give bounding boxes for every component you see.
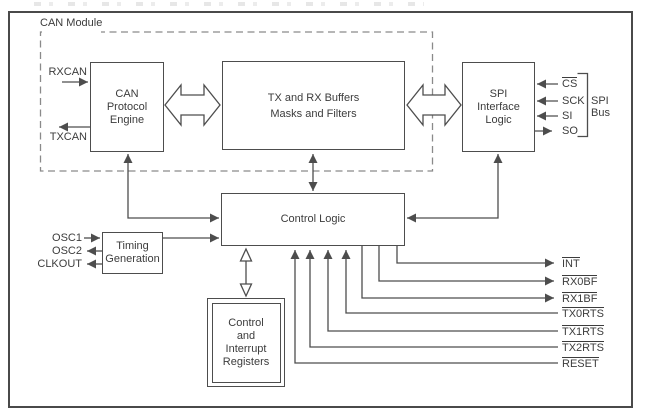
active-low-label: RX1BF [562,292,598,305]
pin-label-tx0rts: TX0RTS [562,307,604,320]
spi-bus-label-line2: Bus [591,107,610,119]
active-low-label: TX0RTS [562,307,604,320]
block-spi-interface-logic: SPI Interface Logic [462,62,535,152]
pin-label-si: SI [562,110,573,122]
pin-label-rxcan: RXCAN [48,66,87,78]
pin-label-osc1: OSC1 [52,232,82,244]
block-text: Protocol [106,100,148,113]
block-text: TX and RX Buffers [267,91,360,104]
block-text: Control [228,316,264,329]
block-timing-generation: Timing Generation [102,232,163,274]
registers-inner-border: Control and Interrupt Registers [211,302,281,383]
pin-label-int: INT [562,257,580,270]
active-low-label: CS [562,77,578,90]
can-module-label: CAN Module [38,17,105,29]
pin-label-txcan: TXCAN [49,131,87,143]
wire-reset [290,250,558,364]
pin-label-clkout: CLKOUT [37,258,82,270]
pin-label-so: SO [562,125,578,137]
block-text: Timing [116,240,149,252]
block-can-protocol-engine: CAN Protocol Engine [90,62,164,152]
wire-rx0bf [378,246,554,286]
spi-bus-label-line1: SPI [591,95,609,107]
pin-label-cs: CS [562,77,578,90]
pin-label-tx1rts: TX1RTS [562,325,604,338]
hollow-arrow-buffers-spi [406,83,462,127]
active-low-label: TX1RTS [562,325,604,338]
spi-bus-bracket [577,72,589,138]
active-low-label: RX0BF [562,275,598,288]
block-text: and [236,329,256,342]
wire-int [396,246,554,268]
block-text: Registers [222,355,270,368]
pin-label-tx2rts: TX2RTS [562,341,604,354]
pin-label-rx0bf: RX0BF [562,275,598,288]
block-text: Generation [105,253,160,265]
pin-label-rx1bf: RX1BF [562,292,598,305]
block-tx-rx-buffers: TX and RX Buffers Masks and Filters [222,61,405,150]
wire-spi-control [407,154,503,223]
block-text: Engine [109,113,145,126]
block-text: Logic [485,113,512,126]
active-low-label: INT [562,257,580,270]
wire-rx1bf [361,246,554,303]
block-control-logic: Control Logic [221,193,405,246]
wire-tx0rts [341,250,558,314]
block-text: Control Logic [280,213,346,225]
pin-label-reset: RESET [562,357,599,370]
wire-tx2rts [305,250,558,348]
block-control-interrupt-registers: Control and Interrupt Registers [207,298,285,387]
wire-engine-control [123,154,219,223]
pin-label-sck: SCK [562,95,585,107]
active-low-label: TX2RTS [562,341,604,354]
clipped-caption-remnant [34,2,424,6]
hollow-arrow-engine-buffers [164,83,221,127]
block-text: Interface [477,100,520,113]
block-text: Interrupt [225,342,267,355]
open-arrowhead-up [239,247,253,262]
block-text: SPI [489,87,508,100]
block-text: Masks and Filters [270,107,357,120]
open-arrowhead-down [239,283,253,298]
wire-tx1rts [323,250,558,332]
pin-label-osc2: OSC2 [52,245,82,257]
active-low-label: RESET [562,357,599,370]
block-text: CAN [115,87,139,100]
